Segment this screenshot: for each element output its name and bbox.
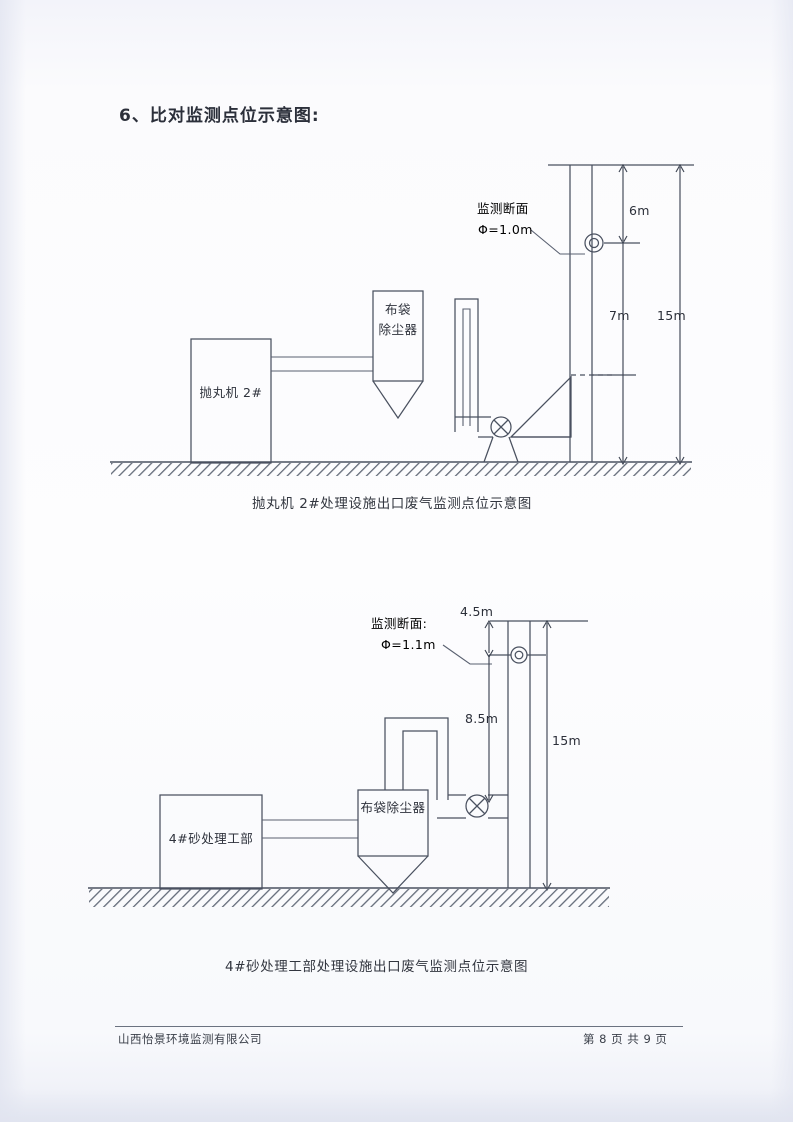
- footer-rule: [115, 1026, 683, 1027]
- d1-outlet-riser-inner: [462, 308, 471, 426]
- d1-sampling-port-inner: [588, 237, 600, 249]
- diagram-2-caption: 4#砂处理工部处理设施出口废气监测点位示意图: [225, 959, 529, 975]
- d1-annotation-line1: 监测断面: [477, 201, 529, 216]
- d2-dim-15m-arrow-top: [542, 619, 552, 629]
- d1-dim-7m-label: 7m: [609, 308, 630, 323]
- d1-ground-hatch: [111, 463, 691, 476]
- d1-fan-legs: [483, 436, 519, 463]
- diagram-1-caption: 抛丸机 2#处理设施出口废气监测点位示意图: [252, 496, 532, 512]
- d1-fan-symbol: [490, 416, 512, 438]
- d2-outlet-riser-outer: [384, 717, 449, 800]
- d2-annotation-leader: [442, 644, 492, 665]
- d1-dim-6m-arrow-top: [618, 163, 628, 173]
- d1-dim-15m-arrow-top: [675, 163, 685, 173]
- footer-pagination: 第 8 页 共 9 页: [583, 1032, 668, 1046]
- d2-dim-85m-arrow-bottom: [484, 794, 494, 804]
- d1-dim-15m-label: 15m: [657, 308, 686, 323]
- d2-dim-15m-label: 15m: [552, 733, 581, 748]
- d1-baghouse-label-line1: 布袋: [385, 302, 411, 317]
- d2-annotation-line1: 监测断面:: [371, 616, 428, 631]
- d2-dim-85m-label: 8.5m: [465, 711, 498, 726]
- d1-fan-cross-b: [493, 419, 509, 435]
- d1-dim-6m-label: 6m: [629, 203, 650, 218]
- d1-annotation-line2: Φ=1.0m: [478, 222, 533, 237]
- d2-baghouse-box: [357, 789, 429, 857]
- d2-sampling-port-inner: [514, 650, 524, 660]
- d1-annotation-leader: [530, 229, 585, 255]
- d1-baghouse-hopper: [372, 380, 424, 420]
- d2-dim-45m-arrow-top: [484, 619, 494, 629]
- d2-fan-cross-b: [468, 797, 486, 815]
- footer-company: 山西怡景环境监测有限公司: [118, 1032, 262, 1046]
- d1-sampling-port-outer: [584, 233, 604, 253]
- d2-dim-45m-label: 4.5m: [460, 604, 493, 619]
- d2-sampling-port-outer: [510, 646, 528, 664]
- d2-ground-hatch: [89, 889, 609, 907]
- d2-source-box-label: 4#砂处理工部: [169, 831, 253, 846]
- d1-baghouse-box: [372, 290, 424, 382]
- page-section-heading: 6、比对监测点位示意图:: [119, 106, 320, 126]
- d1-baghouse-label-line2: 除尘器: [378, 322, 417, 337]
- d1-source-box-label: 抛丸机 2#: [200, 385, 263, 400]
- d2-baghouse-label: 布袋除尘器: [360, 800, 425, 815]
- d1-outlet-riser-duct: [454, 298, 479, 432]
- d2-annotation-line2: Φ=1.1m: [381, 637, 436, 652]
- d2-fan-symbol: [465, 794, 489, 818]
- d2-outlet-riser-inner: [402, 730, 438, 800]
